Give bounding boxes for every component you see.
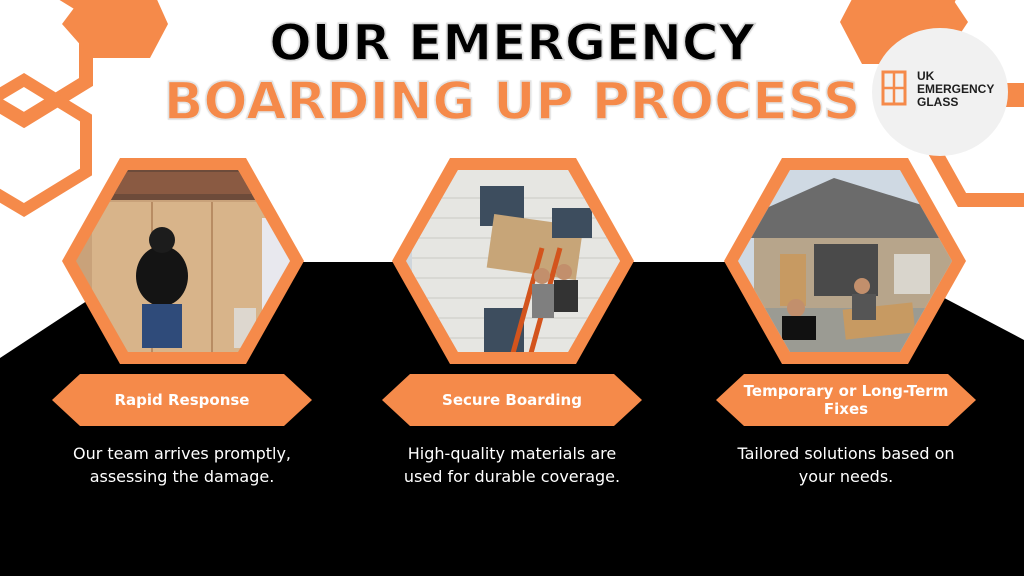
step-2-photo-hexagon [392, 158, 634, 364]
logo-wordmark: UK EMERGENCY GLASS [917, 70, 994, 109]
logo-line-3: GLASS [917, 95, 959, 109]
workers-cutting-plywood-driveway-photo [738, 170, 952, 352]
step-1-description: Our team arrives promptly, assessing the… [72, 444, 292, 486]
step-2-label-shape [382, 374, 642, 426]
workers-on-ladder-boarding-window-photo [406, 170, 620, 352]
deco-hexagon-outline [0, 0, 93, 129]
step-1-photo-hexagon [62, 158, 304, 364]
step-3-label-shape [716, 374, 976, 426]
step-3-description: Tailored solutions based on your needs. [737, 444, 955, 486]
step-1-label: Rapid Response [114, 391, 250, 409]
deco-hexagon-outline [0, 72, 92, 218]
deco-hexagon-filled [62, 0, 168, 58]
title-line-2: BOARDING UP PROCESS [163, 71, 861, 133]
worker-boarding-shopfront-photo [76, 170, 290, 352]
title-line-1: OUR EMERGENCY [268, 13, 755, 73]
logo-line-1: UK [917, 69, 935, 83]
step-2-label: Secure Boarding [442, 391, 582, 409]
step-3-photo-hexagon [724, 158, 966, 364]
step-2-description: High-quality materials are used for dura… [403, 444, 621, 486]
window-logo-icon [881, 70, 907, 106]
step-1-label-shape [52, 374, 312, 426]
step-3-label: Temporary or Long-Term Fixes [743, 382, 949, 418]
logo-line-2: EMERGENCY [917, 82, 995, 96]
